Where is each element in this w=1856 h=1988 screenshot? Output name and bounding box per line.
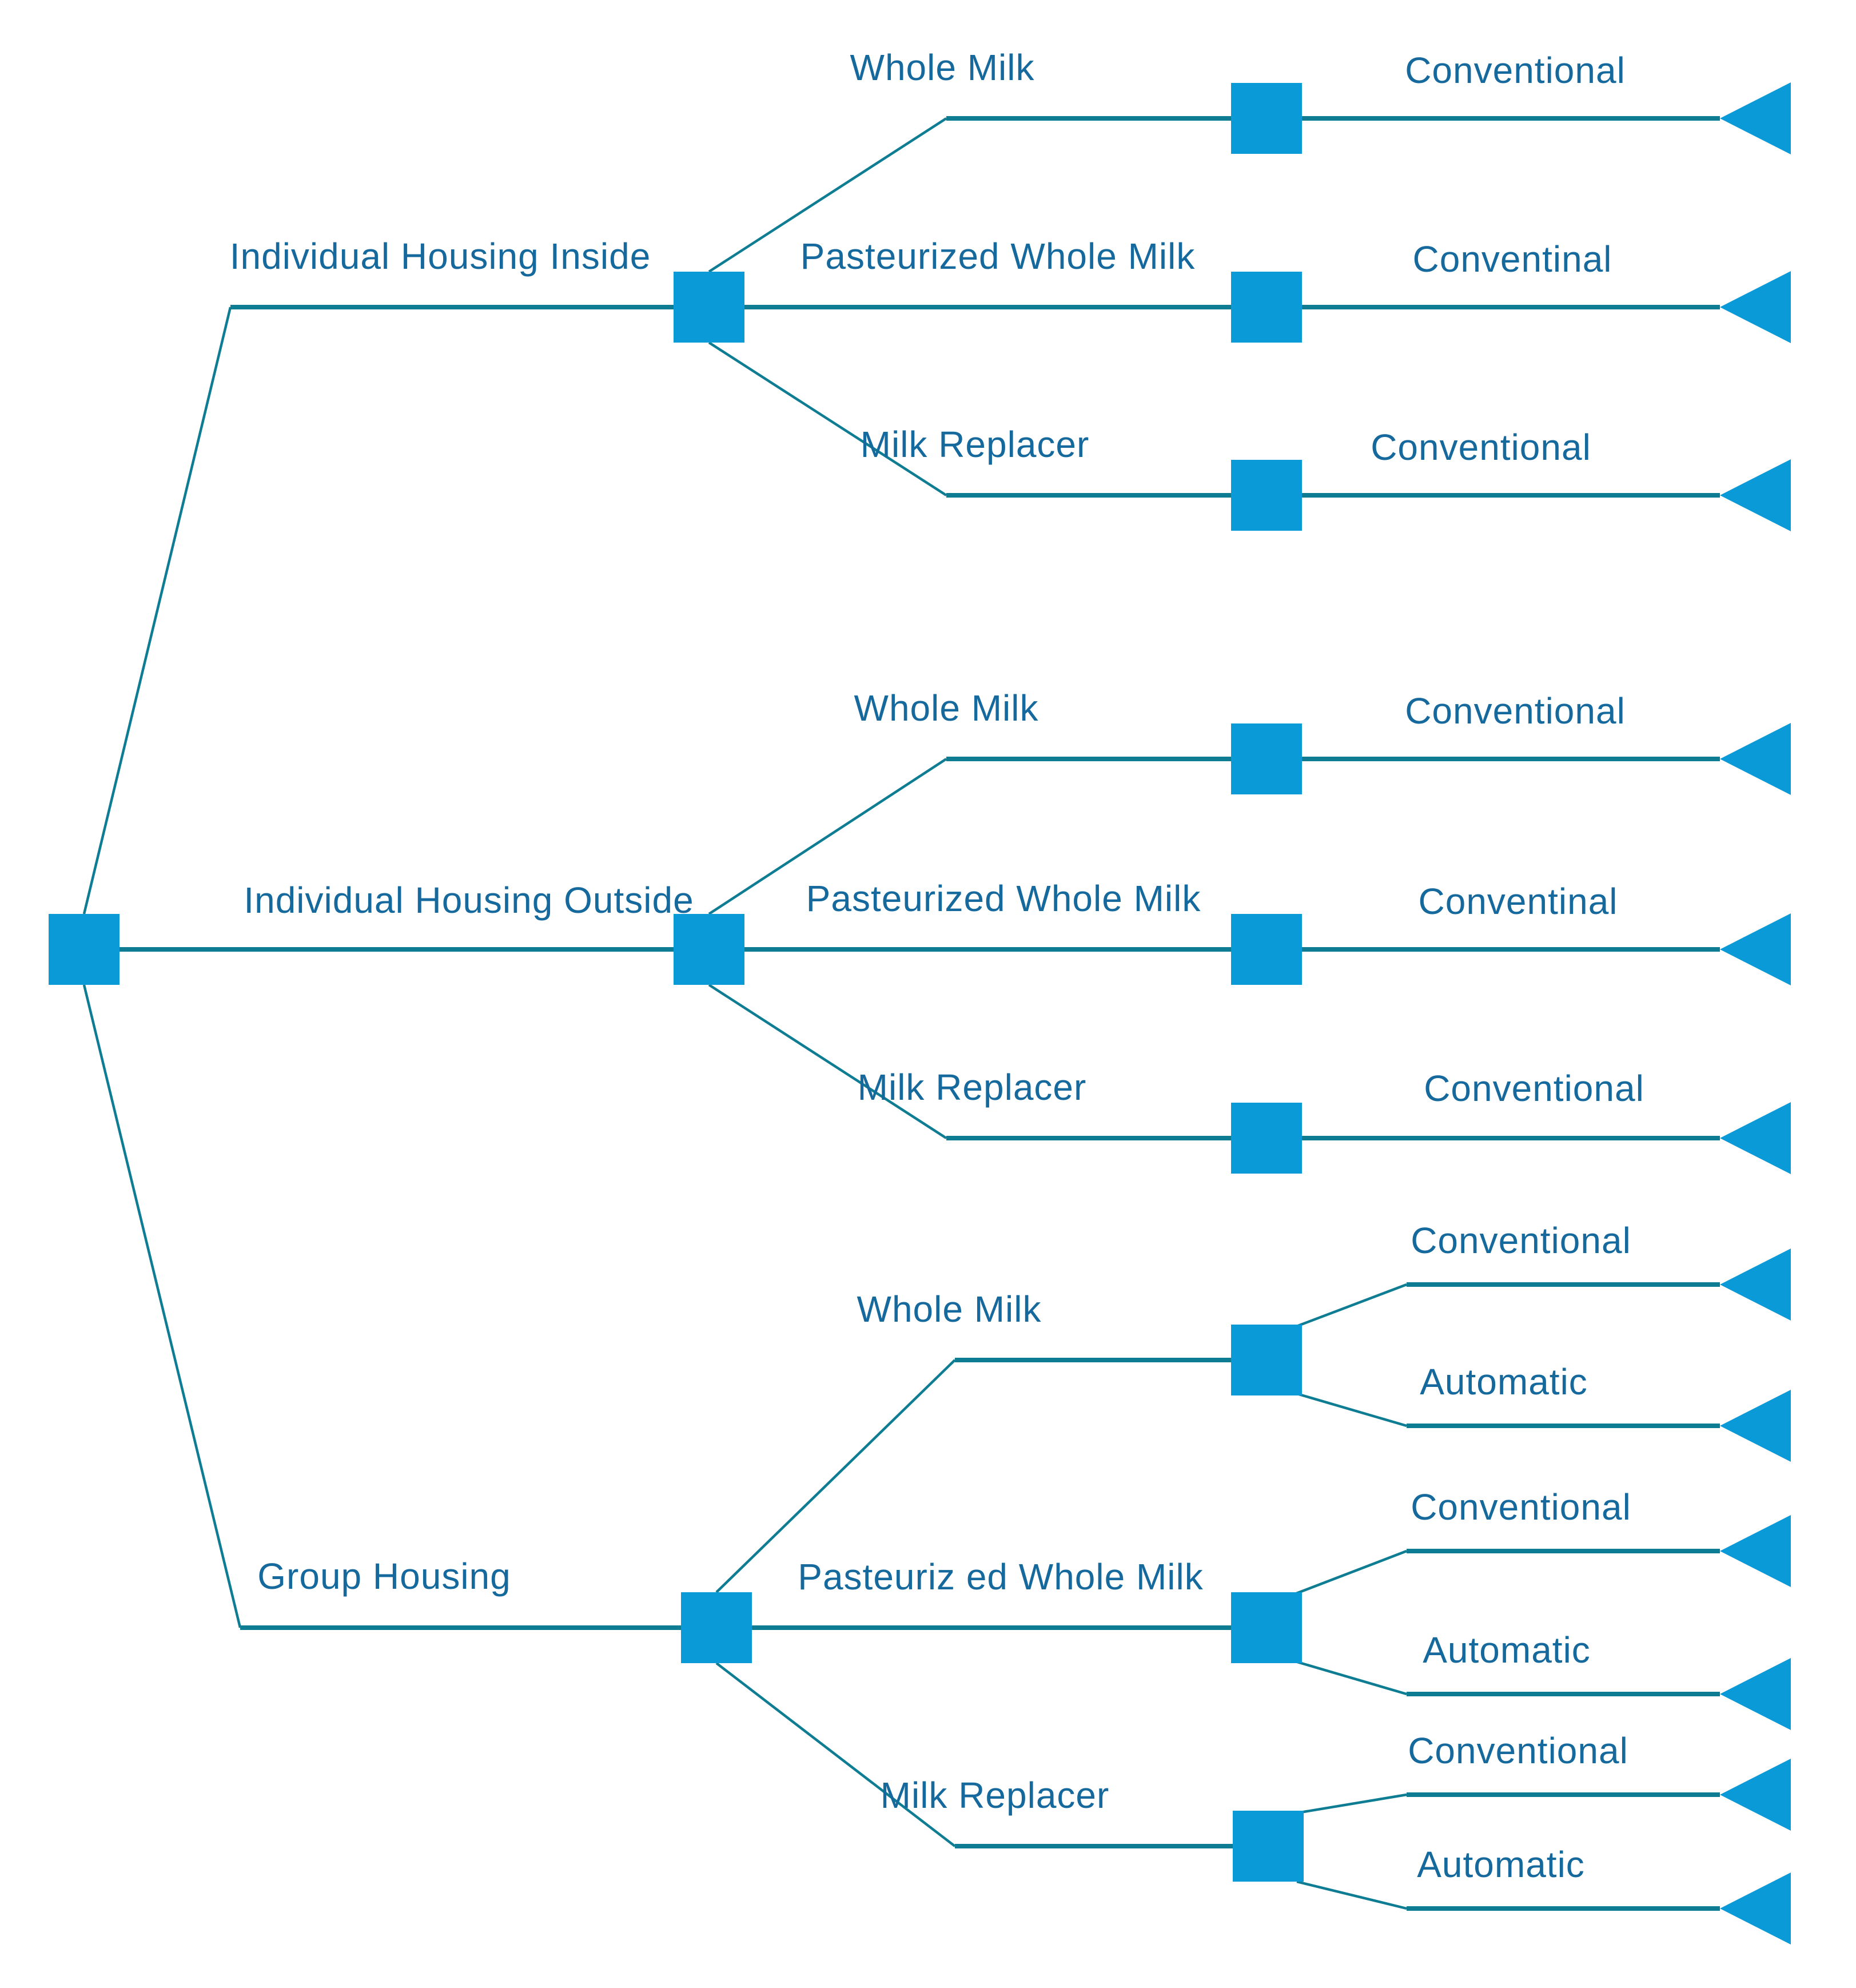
node-individual-housing-inside — [674, 272, 744, 343]
end-node-triangle — [1720, 1658, 1791, 1730]
sub-branch-whole-milk: Whole Milk Conventional — [708, 47, 1791, 273]
branch-label: Milk Replacer — [858, 1067, 1087, 1108]
branch-label: Whole Milk — [854, 687, 1039, 729]
branch-label: Whole Milk — [857, 1289, 1042, 1330]
terminal-branch-label: Conventional — [1411, 1220, 1631, 1261]
connector-line — [715, 1662, 956, 1847]
end-node-triangle — [1720, 1872, 1791, 1945]
node-outside-whole-milk — [1231, 723, 1302, 794]
branch-group-housing: Group Housing Whole Milk Conventional Au… — [82, 984, 1791, 1945]
branch-label: Milk Replacer — [881, 1775, 1110, 1816]
terminal-branch-label: Conventional — [1424, 1068, 1644, 1109]
end-node-triangle — [1720, 82, 1791, 154]
connector-line — [708, 758, 947, 915]
node-group-whole-milk — [1231, 1325, 1302, 1395]
sub-branch-whole-milk: Whole Milk Conventional Automatic — [715, 1220, 1791, 1593]
terminal-branch-label: Automatic — [1417, 1844, 1585, 1885]
node-individual-housing-outside — [674, 914, 744, 985]
terminal-branch-label: Automatic — [1423, 1629, 1591, 1671]
sub-branch-milk-replacer: Milk Replacer Conventional — [708, 984, 1791, 1174]
connector-line — [1295, 1283, 1407, 1329]
terminal-branch-label: Conventinal — [1413, 238, 1612, 280]
sub-branch-pasteurized-whole-milk: Pasteurized Whole Milk Conventinal — [806, 878, 1791, 985]
root-node — [49, 914, 120, 985]
node-group-milk-replacer — [1233, 1811, 1304, 1882]
connector-line — [82, 984, 242, 1628]
connector-line — [82, 307, 232, 915]
node-inside-whole-milk — [1231, 83, 1302, 154]
terminal-branch-label: Conventional — [1405, 690, 1626, 731]
terminal-branch-label: Conventional — [1371, 427, 1591, 468]
node-group-housing — [681, 1592, 752, 1663]
branch-label: Whole Milk — [850, 47, 1035, 88]
end-node-triangle — [1720, 271, 1791, 343]
branch-individual-housing-inside: Individual Housing Inside Whole Milk Con… — [82, 47, 1791, 915]
end-node-triangle — [1720, 459, 1791, 531]
connector-line — [1293, 1549, 1407, 1596]
branch-label: Pasteuriz ed Whole Milk — [798, 1556, 1203, 1597]
branch-label: Pasteurized Whole Milk — [806, 878, 1201, 919]
sub-branch-milk-replacer: Milk Replacer Conventional Automatic — [715, 1662, 1791, 1945]
node-inside-pasteurized — [1231, 272, 1302, 343]
end-node-triangle — [1720, 1249, 1791, 1321]
branch-individual-housing-outside: Individual Housing Outside Whole Milk Co… — [120, 687, 1791, 1174]
end-node-triangle — [1720, 1759, 1791, 1831]
node-group-pasteurized — [1231, 1592, 1302, 1663]
branch-label: Individual Housing Inside — [230, 236, 651, 277]
branch-label: Individual Housing Outside — [244, 880, 694, 921]
node-outside-pasteurized — [1231, 914, 1302, 985]
connector-line — [708, 341, 947, 496]
connector-line — [1296, 1793, 1407, 1815]
connector-line — [708, 117, 947, 273]
terminal-branch-label: Conventional — [1405, 50, 1626, 91]
end-node-triangle — [1720, 913, 1791, 985]
sub-branch-whole-milk: Whole Milk Conventional — [708, 687, 1791, 915]
connector-line — [1296, 1880, 1407, 1910]
terminal-branch-label: Conventional — [1408, 1730, 1628, 1771]
connector-line — [715, 1359, 956, 1593]
connector-line — [1295, 1391, 1407, 1428]
node-inside-milk-replacer — [1231, 460, 1302, 531]
end-node-triangle — [1720, 723, 1791, 795]
end-node-triangle — [1720, 1102, 1791, 1174]
connector-line — [708, 984, 947, 1139]
end-node-triangle — [1720, 1515, 1791, 1587]
sub-branch-pasteurized-whole-milk: Pasteurized Whole Milk Conventinal — [744, 236, 1791, 343]
sub-branch-pasteurized-whole-milk: Pasteuriz ed Whole Milk Conventional Aut… — [798, 1486, 1791, 1730]
end-node-triangle — [1720, 1390, 1791, 1462]
terminal-branch-label: Conventinal — [1419, 881, 1618, 922]
terminal-branch-label: Automatic — [1420, 1361, 1588, 1402]
branch-label: Milk Replacer — [861, 424, 1090, 465]
branch-label: Pasteurized Whole Milk — [800, 236, 1196, 277]
branch-label: Group Housing — [257, 1556, 511, 1597]
connector-line — [1293, 1659, 1407, 1696]
terminal-branch-label: Conventional — [1411, 1486, 1631, 1528]
node-outside-milk-replacer — [1231, 1103, 1302, 1174]
sub-branch-milk-replacer: Milk Replacer Conventional — [708, 341, 1791, 531]
